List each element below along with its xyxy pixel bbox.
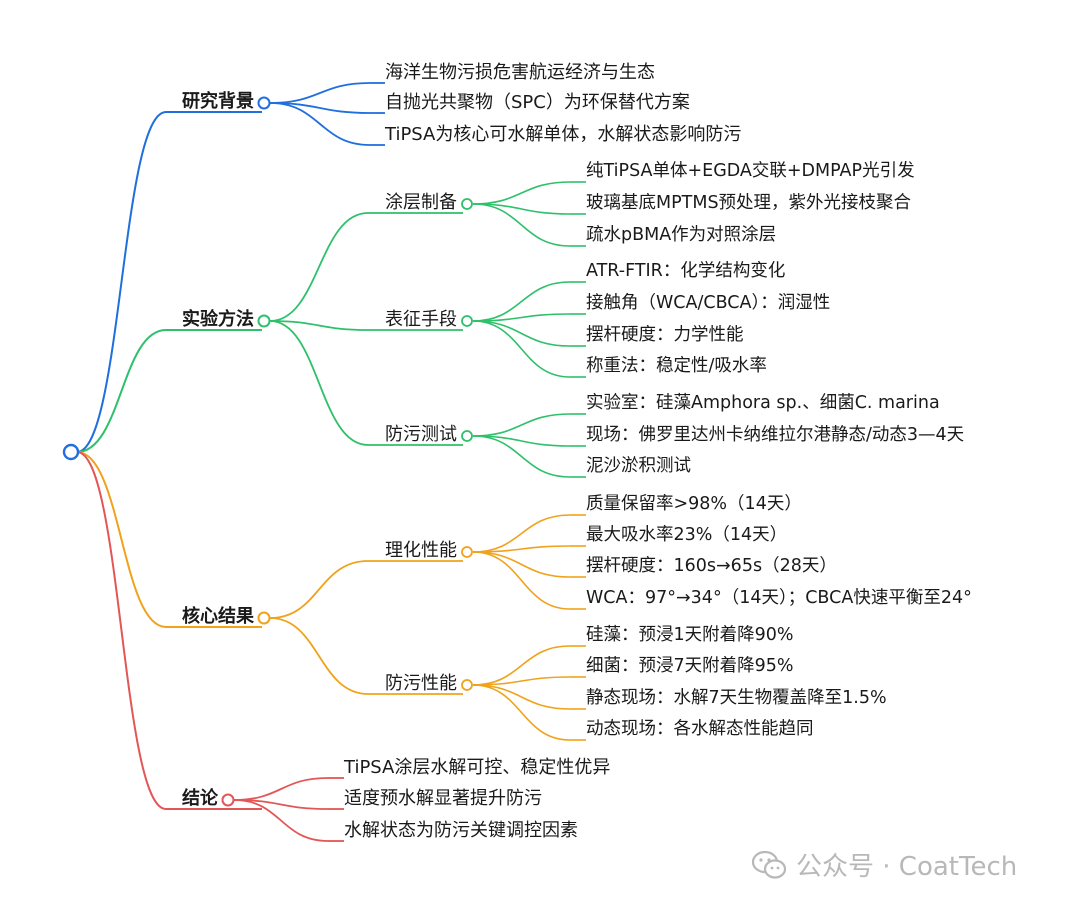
- leaf-connector: [472, 435, 571, 447]
- leaf-label: 细菌：预浸7天附着降95%: [586, 656, 794, 676]
- subbranch-label[interactable]: 理化性能: [385, 540, 457, 561]
- leaf-connector: [233, 777, 329, 801]
- wechat-icon: [752, 850, 786, 879]
- leaf-label: 称重法：稳定性/吸水率: [586, 356, 767, 376]
- root-node[interactable]: [62, 443, 80, 461]
- branch-node[interactable]: [257, 314, 271, 328]
- leaf-label: 泥沙淤积测试: [586, 456, 691, 476]
- leaf-connector: [472, 203, 571, 247]
- leaf-label: 动态现场：各水解态性能趋同: [586, 719, 814, 739]
- leaf-connector: [233, 799, 329, 842]
- leaf-label: 适度预水解显著提升防污: [344, 788, 542, 809]
- leaf-label: 现场：佛罗里达州卡纳维拉尔港静态/动态3—4天: [586, 425, 965, 445]
- leaf-connector: [472, 320, 571, 347]
- leaf-label: TiPSA涂层水解可控、稳定性优异: [344, 757, 611, 778]
- leaf-label: WCA：97°→34°（14天）；CBCA快速平衡至24°: [586, 588, 972, 608]
- branch-label[interactable]: 结论: [182, 788, 218, 809]
- subbranch-label[interactable]: 涂层制备: [385, 192, 457, 213]
- branch-label[interactable]: 核心结果: [182, 606, 254, 627]
- branch-node[interactable]: [257, 96, 271, 110]
- leaf-label: 最大吸水率23%（14天）: [586, 525, 788, 545]
- leaf-label: 接触角（WCA/CBCA）：润湿性: [586, 293, 831, 313]
- leaf-connector: [472, 645, 571, 686]
- leaf-label: 摆杆硬度：160s→65s（28天）: [586, 556, 837, 576]
- subbranch-label[interactable]: 防污测试: [385, 424, 457, 445]
- leaf-connector: [269, 82, 371, 104]
- leaf-label: 海洋生物污损危害航运经济与生态: [385, 62, 655, 83]
- leaf-connector: [472, 676, 571, 686]
- leaf-connector: [472, 545, 571, 553]
- branch-node[interactable]: [221, 793, 235, 807]
- leaf-label: 疏水pBMA作为对照涂层: [586, 225, 777, 245]
- leaf-connector: [472, 684, 571, 710]
- leaf-label: 实验室：硅藻Amphora sp.、细菌C. marina: [586, 393, 940, 413]
- branch-connector: [76, 111, 167, 453]
- leaf-connector: [269, 102, 371, 146]
- watermark-text: 公众号 · CoatTech: [796, 852, 1018, 882]
- subbranch-connector: [269, 320, 369, 331]
- leaf-connector: [472, 181, 571, 205]
- leaf-label: 质量保留率>98%（14天）: [586, 494, 802, 514]
- leaf-label: 水解状态为防污关键调控因素: [344, 820, 578, 841]
- leaf-label: 玻璃基底MPTMS预处理，紫外光接枝聚合: [586, 193, 912, 213]
- leaf-label: 静态现场：水解7天生物覆盖降至1.5%: [586, 688, 887, 708]
- subbranch-node[interactable]: [461, 315, 473, 327]
- leaf-connector: [472, 413, 571, 437]
- leaf-connector: [233, 799, 329, 810]
- subbranch-node[interactable]: [461, 198, 473, 210]
- leaf-label: 自抛光共聚物（SPC）为环保替代方案: [385, 92, 690, 113]
- subbranch-label[interactable]: 表征手段: [385, 309, 457, 330]
- leaf-connector: [472, 551, 571, 610]
- leaf-connector: [269, 102, 371, 114]
- watermark: 公众号 · CoatTech: [752, 846, 1017, 883]
- leaf-connector: [472, 435, 571, 478]
- subbranch-label[interactable]: 防污性能: [385, 673, 457, 694]
- leaf-connector: [472, 551, 571, 578]
- subbranch-node[interactable]: [461, 546, 473, 558]
- leaf-connector: [472, 514, 571, 553]
- leaf-connector: [472, 281, 571, 322]
- branch-label[interactable]: 研究背景: [182, 91, 254, 112]
- branch-connector: [76, 451, 167, 628]
- leaf-connector: [472, 684, 571, 741]
- leaf-label: 摆杆硬度：力学性能: [586, 325, 744, 345]
- leaf-label: 纯TiPSA单体+EGDA交联+DMPAP光引发: [586, 161, 915, 181]
- subbranch-connector: [269, 320, 369, 446]
- leaf-connector: [472, 203, 571, 215]
- subbranch-connector: [269, 212, 369, 322]
- branch-connector: [76, 451, 167, 810]
- leaf-connector: [472, 320, 571, 378]
- subbranch-connector: [269, 560, 369, 619]
- branch-node[interactable]: [257, 611, 271, 625]
- leaf-connector: [472, 313, 571, 322]
- leaf-label: ATR-FTIR：化学结构变化: [586, 261, 786, 281]
- subbranch-connector: [269, 617, 369, 695]
- branch-label[interactable]: 实验方法: [182, 309, 254, 330]
- branch-connector: [76, 329, 167, 453]
- subbranch-node[interactable]: [461, 430, 473, 442]
- leaf-label: 硅藻：预浸1天附着降90%: [586, 625, 794, 645]
- subbranch-node[interactable]: [461, 679, 473, 691]
- leaf-label: TiPSA为核心可水解单体，水解状态影响防污: [385, 124, 742, 145]
